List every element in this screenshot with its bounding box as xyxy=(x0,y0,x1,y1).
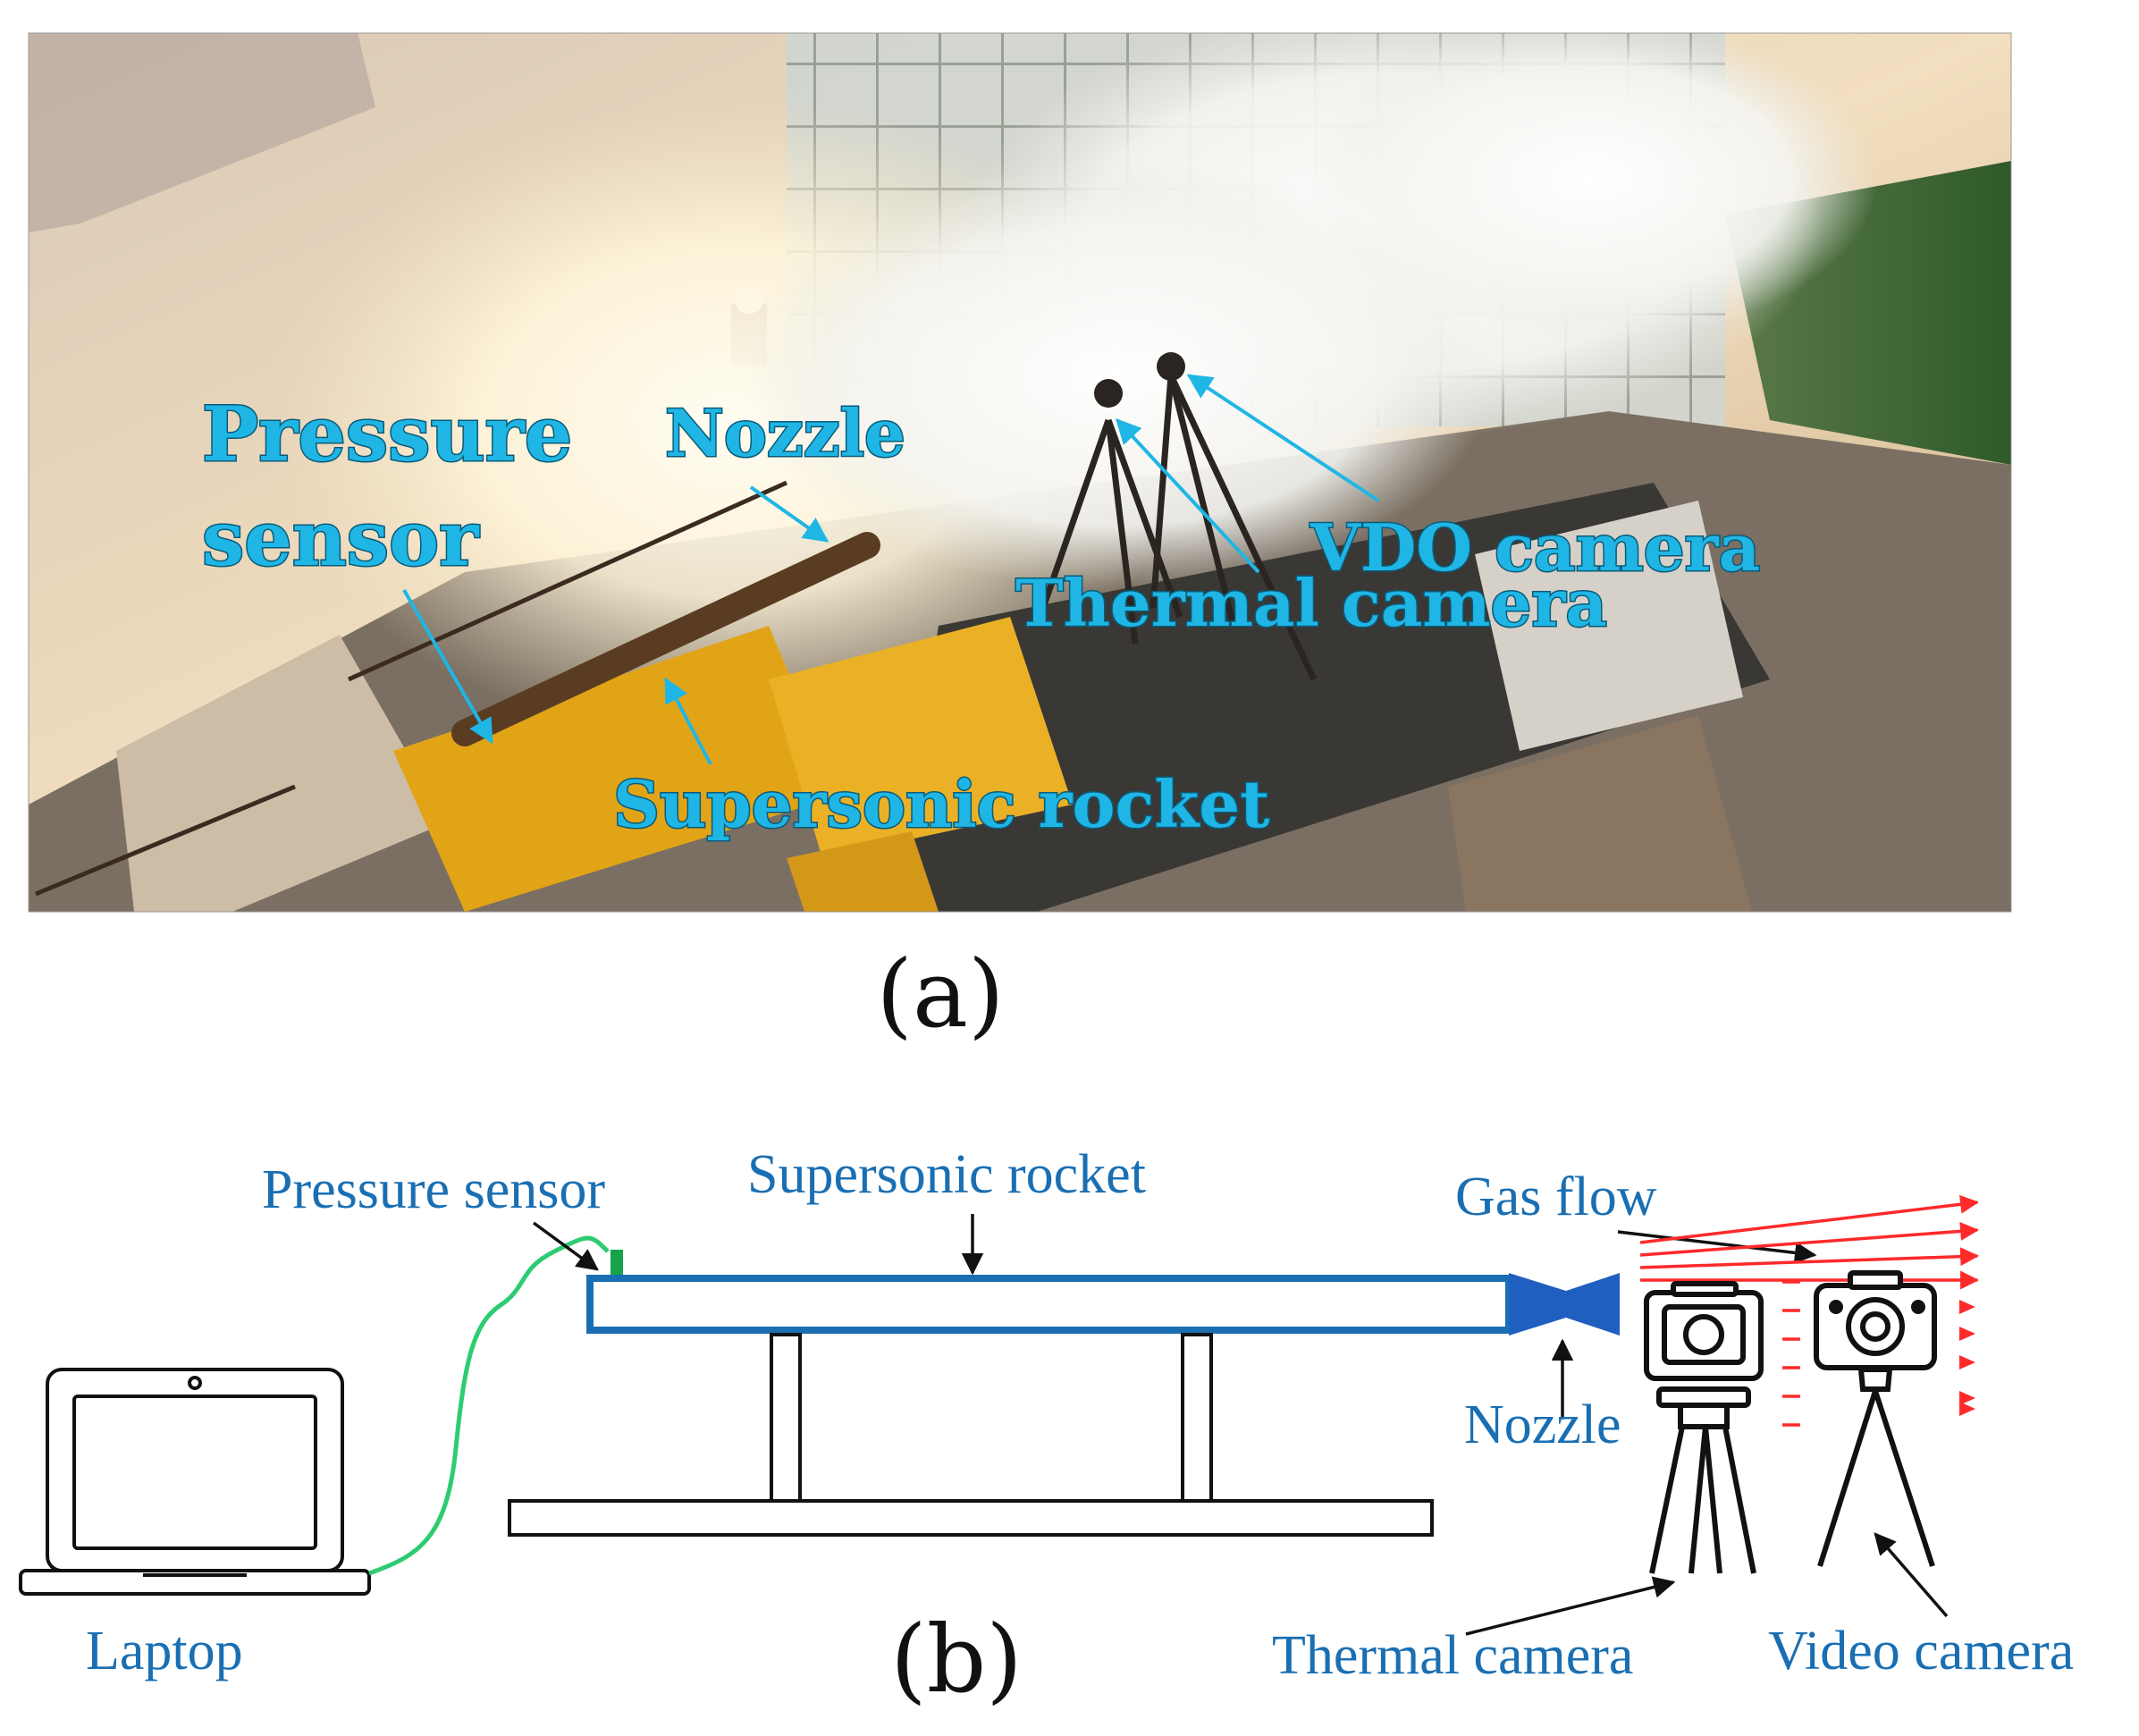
sensor-cable xyxy=(368,1235,610,1576)
laptop-icon xyxy=(19,1368,371,1596)
tripod-icon xyxy=(1649,1386,1756,1574)
photo-arrow-vdo xyxy=(1186,374,1380,502)
gas-flow-arrows xyxy=(1639,1194,1980,1290)
gas-flow-dashes xyxy=(1782,1280,1800,1427)
video-tripod-icon xyxy=(1817,1367,1935,1567)
thermal-camera-icon xyxy=(1644,1281,1764,1381)
photo-label-nozzle: Nozzle xyxy=(665,395,905,471)
label-laptop: Laptop xyxy=(86,1621,243,1681)
panel-label-a: (a) xyxy=(876,940,1004,1049)
photo-panel: Pressure sensor Nozzle VDO camera Therma… xyxy=(28,32,2012,913)
label-gas-flow: Gas flow xyxy=(1455,1167,1657,1227)
nozzle-icon xyxy=(1509,1273,1566,1336)
label-nozzle: Nozzle xyxy=(1464,1395,1621,1455)
arrow-pressure-sensor xyxy=(532,1221,599,1271)
label-video-camera: Video camera xyxy=(1768,1621,2074,1681)
label-pressure-sensor: Pressure sensor xyxy=(262,1159,605,1220)
base-platform xyxy=(508,1499,1434,1537)
panel-label-b: (b) xyxy=(890,1605,1023,1714)
photo-label-pressure-line2: sensor xyxy=(202,494,480,583)
photo-label-pressure-line1: Pressure xyxy=(202,390,572,478)
video-camera-icon xyxy=(1814,1270,1937,1370)
photo-arrow-pressure xyxy=(402,589,493,745)
label-thermal-camera: Thermal camera xyxy=(1272,1625,1633,1686)
stand-left xyxy=(770,1333,802,1503)
arrow-gas-flow xyxy=(1617,1230,1817,1264)
gas-flow-markers xyxy=(1959,1300,1975,1416)
photo-label-supersonic-rocket: Supersonic rocket xyxy=(613,766,1269,842)
nozzle-icon-diverging xyxy=(1566,1273,1620,1336)
photo-arrow-rocket xyxy=(664,677,712,765)
stand-right xyxy=(1181,1333,1213,1503)
schematic-panel: Pressure sensor Supersonic rocket Gas fl… xyxy=(19,1144,2074,1686)
photo-label-vdo-camera: VDO camera xyxy=(1310,510,1760,586)
arrow-video-camera xyxy=(1874,1532,1949,1618)
arrow-thermal-camera xyxy=(1465,1576,1676,1636)
label-supersonic-rocket: Supersonic rocket xyxy=(747,1144,1146,1205)
photo-arrow-thermal xyxy=(1116,417,1260,574)
rocket-tube xyxy=(586,1275,1512,1334)
photo-label-thermal-camera: Thermal camera xyxy=(1015,565,1607,641)
photo-arrow-nozzle xyxy=(749,485,829,543)
